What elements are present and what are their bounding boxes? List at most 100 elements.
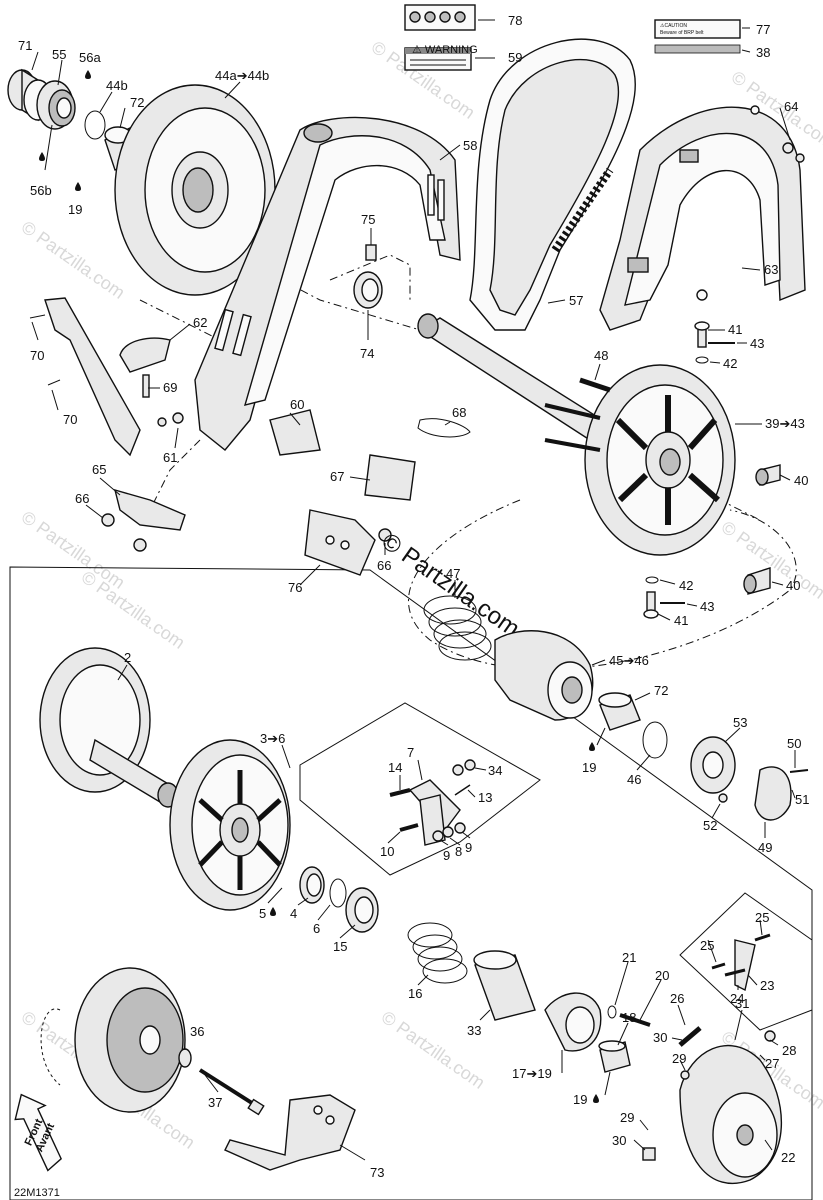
callout-44: 44a➔44b	[215, 68, 269, 83]
callout-47: 47	[446, 566, 460, 581]
callout-70a: 70	[30, 348, 44, 363]
fastener-64	[782, 142, 805, 163]
callout-15: 15	[333, 939, 347, 954]
pin-14	[389, 788, 411, 797]
callout-7: 7	[407, 745, 414, 760]
callout-40a: 40	[794, 473, 808, 488]
washer-36	[178, 1048, 192, 1068]
grease-icon	[85, 70, 91, 79]
callout-78: 78	[508, 13, 522, 28]
bolt-41a	[694, 321, 710, 348]
callout-9b: 9	[465, 840, 472, 855]
callout-58: 58	[463, 138, 477, 153]
callout-44b: 44b	[106, 78, 128, 93]
screw-25a	[711, 962, 726, 970]
decal-38	[654, 44, 741, 54]
seal-15	[345, 887, 379, 933]
spring-47	[423, 595, 492, 661]
callout-29b: 29	[620, 1110, 634, 1125]
leader-lines	[31, 19, 796, 1161]
ramp-inset-box	[679, 892, 813, 1031]
decal-caution-title: ⚠CAUTION	[660, 23, 687, 29]
callout-42b: 42	[679, 578, 693, 593]
callout-66b: 66	[377, 558, 391, 573]
grease-icon	[593, 1094, 599, 1103]
callout-30a: 30	[653, 1030, 667, 1045]
callout-4: 4	[290, 906, 297, 921]
bushing-40b	[743, 567, 771, 595]
seal-74	[353, 271, 383, 309]
callout-40b: 40	[786, 578, 800, 593]
callout-75: 75	[361, 212, 375, 227]
grease-icon	[270, 907, 276, 916]
callout-49: 49	[758, 840, 772, 855]
callout-62: 62	[193, 315, 207, 330]
bolt-28	[764, 1030, 776, 1042]
bolt-37	[198, 1068, 265, 1116]
callout-36: 36	[190, 1024, 204, 1039]
bolt-41b	[643, 591, 659, 619]
decal-warning-title: ⚠ WARNING	[412, 44, 478, 56]
callout-19b: 19	[582, 760, 596, 775]
callout-41b: 41	[674, 613, 688, 628]
callout-6: 6	[313, 921, 320, 936]
watermark: © Partzilla.com	[18, 217, 129, 303]
callout-13: 13	[478, 790, 492, 805]
watermark: © Partzilla.com	[378, 1007, 489, 1093]
movable-sheave-3	[169, 739, 291, 911]
callout-73: 73	[370, 1165, 384, 1180]
decal-77: ⚠CAUTION Beware of BRP belt	[654, 19, 741, 39]
callout-42a: 42	[723, 356, 737, 371]
callout-34: 34	[488, 763, 502, 778]
callout-29a: 29	[672, 1051, 686, 1066]
callout-30b: 30	[612, 1133, 626, 1148]
diagram-code: 22M1371	[14, 1187, 60, 1199]
pin-23	[724, 968, 746, 977]
callout-37: 37	[208, 1095, 222, 1110]
circlip-44b	[84, 110, 106, 140]
callout-51: 51	[795, 792, 809, 807]
callout-66a: 66	[75, 491, 89, 506]
callout-72b: 72	[654, 683, 668, 698]
callout-31: 31	[735, 996, 749, 1011]
bracket-67	[364, 454, 416, 501]
sleeve-33	[473, 950, 536, 1021]
callout-16: 16	[408, 986, 422, 1001]
watermark: © Partzilla.com	[718, 517, 823, 603]
callout-18: 18	[622, 1010, 636, 1025]
pad-62	[119, 337, 171, 373]
callout-23: 23	[760, 978, 774, 993]
callout-27: 27	[765, 1056, 779, 1071]
washer-29	[680, 1070, 690, 1080]
callout-39: 39➔43	[765, 416, 805, 431]
washer-21	[607, 1005, 617, 1019]
callout-76: 76	[288, 580, 302, 595]
screw-13	[454, 784, 471, 796]
nut-34	[452, 759, 476, 776]
callout-63: 63	[764, 262, 778, 277]
pin-75	[365, 244, 377, 261]
decal-78	[404, 4, 476, 31]
callout-43b: 43	[700, 599, 714, 614]
callout-24: 24	[730, 991, 744, 1006]
callout-48: 48	[594, 348, 608, 363]
callout-25b: 25	[755, 910, 769, 925]
sheave-44	[114, 84, 276, 296]
callout-70b: 70	[63, 412, 77, 427]
circlip-6	[329, 878, 347, 908]
callout-64: 64	[784, 99, 798, 114]
callout-38: 38	[756, 45, 770, 60]
callout-52: 52	[703, 818, 717, 833]
callout-19c: 19	[573, 1092, 587, 1107]
callout-74: 74	[360, 346, 374, 361]
circlip-46	[642, 721, 668, 759]
bushing-18	[598, 1040, 631, 1073]
nut-66a	[101, 513, 115, 527]
bearing-55	[36, 80, 76, 130]
callout-labels: 71 55 56a 44b 72 56b 19 44a➔44b 78 59 77…	[18, 13, 809, 1180]
clip-68	[417, 418, 471, 438]
callout-61: 61	[163, 450, 177, 465]
watermark: © Partzilla.com	[78, 567, 189, 653]
